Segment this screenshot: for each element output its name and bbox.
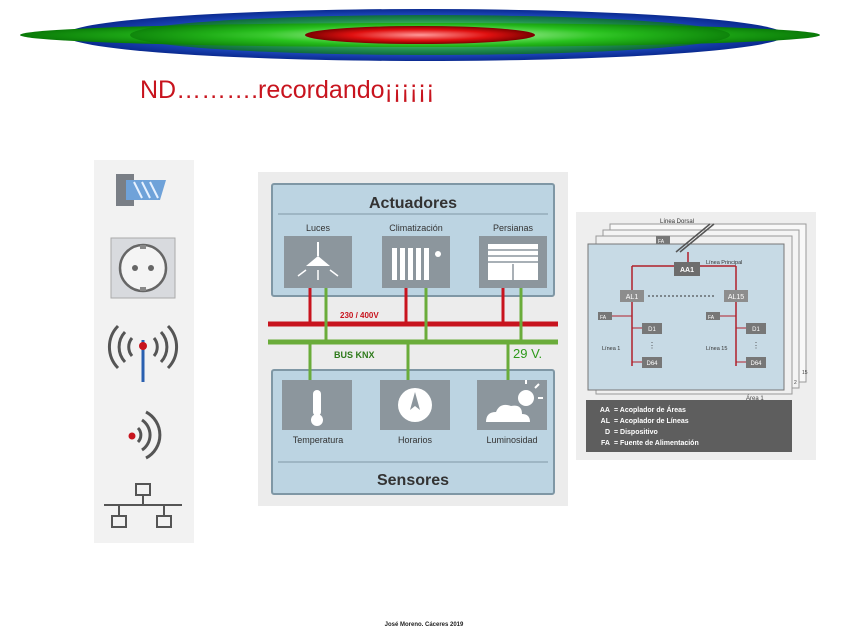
actuator-label-blinds: Persianas: [493, 223, 534, 233]
area-coupler-label: AA1: [680, 267, 694, 274]
clock-compass-icon: [380, 380, 450, 430]
line15-label: Línea 15: [706, 346, 727, 352]
svg-text:⋮: ⋮: [752, 341, 760, 350]
sensors-title: Sensores: [377, 472, 449, 489]
wireless-antenna-icon: [107, 324, 179, 382]
sensor-label-luminosity: Luminosidad: [486, 435, 537, 445]
slide-footer: José Moreno. Cáceres 2019: [384, 622, 464, 628]
legend-text-al: = Acoplador de Líneas: [614, 418, 689, 425]
backbone-label: Línea Dorsal: [660, 219, 694, 225]
stack-number-2: 2: [794, 380, 797, 386]
line15-fa: FA: [708, 315, 715, 321]
legend-abbr-aa: AA: [600, 407, 610, 414]
actuators-title: Actuadores: [369, 195, 457, 212]
legend-abbr-fa: FA: [601, 440, 610, 447]
topology-legend: [586, 400, 792, 452]
wifi-signal-icon: [128, 410, 162, 460]
svg-text:⋮: ⋮: [648, 341, 656, 350]
lights-icon: [284, 236, 352, 288]
line15-device-bottom: D64: [750, 361, 762, 367]
area-label: Área 1: [746, 395, 764, 402]
actuator-label-climate: Climatización: [389, 223, 443, 233]
network-tree-icon: [104, 483, 182, 528]
main-line-label: Línea Principal: [706, 260, 742, 266]
legend-text-d: = Dispositivo: [614, 429, 658, 436]
power-line-label: 230 / 400V: [340, 311, 379, 320]
line1-device-top: D1: [648, 327, 656, 333]
line15-device-top: D1: [752, 327, 760, 333]
legend-text-fa: = Fuente de Alimentación: [614, 440, 699, 447]
legend-text-aa: = Acoplador de Áreas: [614, 405, 686, 414]
knx-diagram: Actuadores Luces Climatización Persianas…: [258, 172, 568, 506]
red-ellipse: [305, 26, 535, 44]
slide-title: ND……….recordando¡¡¡¡¡¡: [140, 76, 435, 104]
power-socket-icon: [110, 237, 176, 299]
line-coupler-15: AL15: [728, 294, 744, 301]
legend-abbr-al: AL: [601, 418, 611, 425]
bus-voltage-label: 29 V.: [513, 346, 542, 361]
icon-column: [94, 160, 194, 543]
temperature-icon: [282, 380, 352, 430]
stack-number-15: 15: [802, 370, 808, 376]
sensor-label-schedules: Horarios: [398, 435, 433, 445]
sensor-label-temperature: Temperatura: [293, 435, 344, 445]
legend-abbr-d: D: [605, 429, 610, 436]
line-coupler-1: AL1: [626, 294, 639, 301]
knx-topology-diagram: 2 15 Área 1 Línea Dorsal FA AA1 Línea Pr…: [576, 212, 816, 460]
line1-fa: FA: [600, 315, 607, 321]
header-decoration: [20, 9, 820, 61]
bus-line-label: BUS KNX: [334, 350, 375, 360]
luminosity-icon: [477, 380, 547, 430]
actuator-label-lights: Luces: [306, 223, 331, 233]
line1-device-bottom: D64: [646, 361, 658, 367]
climate-icon: [382, 236, 450, 288]
cable-icon: [116, 174, 166, 206]
line1-label: Línea 1: [602, 346, 620, 352]
blinds-icon: [479, 236, 547, 288]
backbone-fa: FA: [658, 239, 665, 245]
